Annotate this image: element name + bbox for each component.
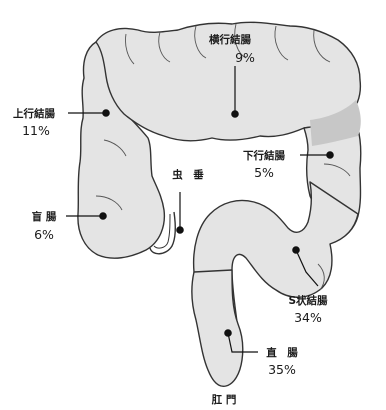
marker-rectum (225, 330, 231, 336)
label-descending-percent: 5% (254, 165, 274, 180)
label-sigmoid-percent: 34% (294, 310, 322, 325)
label-ascending-name: 上行結腸 (13, 107, 55, 120)
label-cecum-percent: 6% (34, 227, 54, 242)
marker-cecum (100, 213, 106, 219)
marker-transverse (232, 111, 238, 117)
label-descending-name: 下行結腸 (243, 149, 285, 162)
marker-appendix (177, 227, 183, 233)
colon-body (78, 22, 361, 386)
label-cecum-name: 盲 腸 (32, 210, 57, 223)
label-transverse-name: 横行結腸 (209, 33, 251, 46)
marker-ascending (103, 110, 109, 116)
label-ascending-percent: 11% (22, 123, 50, 138)
marker-sigmoid (293, 247, 299, 253)
label-appendix-name: 虫 垂 (172, 168, 204, 181)
label-transverse-percent: 9% (235, 50, 255, 65)
label-anus-name: 肛 門 (211, 394, 237, 406)
marker-descending (327, 152, 333, 158)
label-sigmoid-name: S状結腸 (288, 294, 328, 307)
label-rectum-percent: 35% (268, 362, 296, 377)
rectum-shape (192, 270, 243, 386)
label-rectum-name: 直 腸 (266, 346, 298, 359)
